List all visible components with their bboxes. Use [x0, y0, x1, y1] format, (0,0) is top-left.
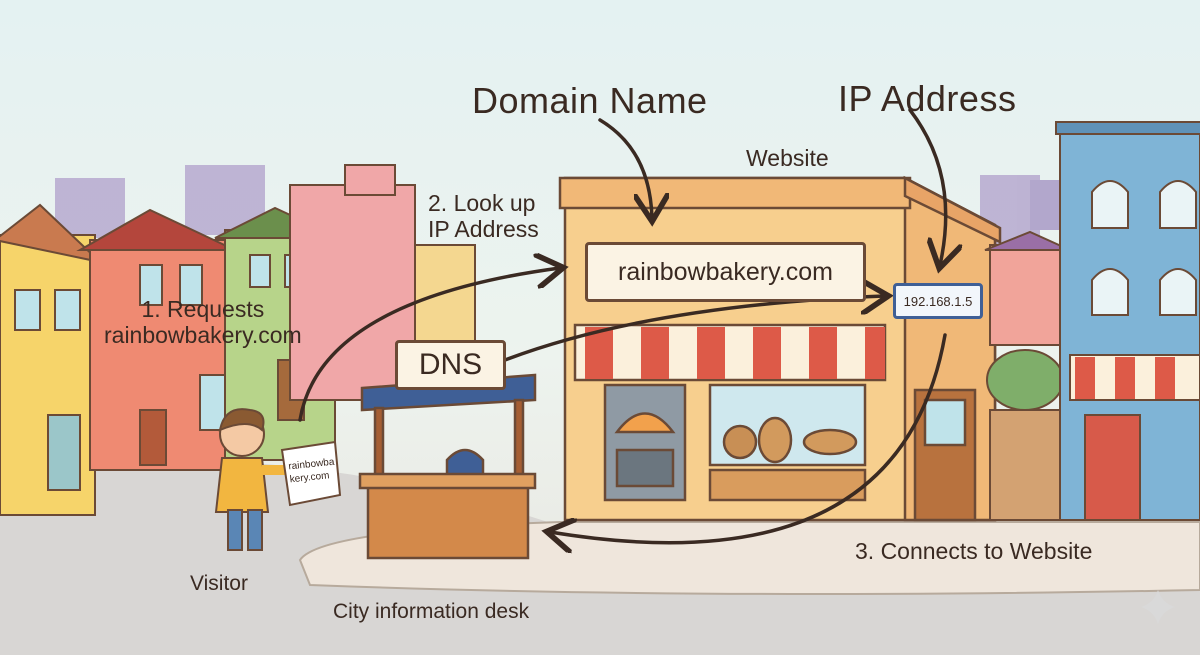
arrow-step1-to-dns-lookup: [298, 268, 560, 422]
step1-label: 1. Requests rainbowbakery.com: [104, 296, 302, 348]
website-label: Website: [746, 145, 829, 171]
bakery-sign: rainbowbakery.com: [585, 242, 866, 302]
paper-note: [280, 440, 342, 507]
left-buildings: [0, 164, 476, 516]
domain-name-label: Domain Name: [472, 80, 708, 121]
ip-plate-text: 192.168.1.5: [903, 293, 973, 309]
city-information-desk-label: City information desk: [333, 600, 530, 623]
right-buildings: [984, 121, 1200, 521]
dns-sign-text: DNS: [418, 348, 483, 381]
visitor-figure: [214, 408, 290, 551]
dns-kiosk: [358, 373, 537, 560]
arrow-ip-address: [908, 108, 946, 265]
ip-address-plate: 192.168.1.5: [893, 283, 983, 319]
arrow-connect-website: [550, 333, 947, 543]
sparkle-icon: [1141, 590, 1175, 624]
bakery-sign-text: rainbowbakery.com: [618, 257, 833, 286]
visitor-label: Visitor: [190, 572, 248, 595]
step3-label: 3. Connects to Website: [855, 538, 1093, 564]
ip-address-label: IP Address: [838, 78, 1017, 119]
step2-label: 2. Look up IP Address: [428, 190, 539, 242]
arrow-domain-name: [598, 118, 652, 218]
bakery-building: [558, 175, 1002, 522]
paper-note-text: rainbowba kery.com: [287, 456, 335, 486]
dns-sign: DNS: [395, 340, 506, 390]
